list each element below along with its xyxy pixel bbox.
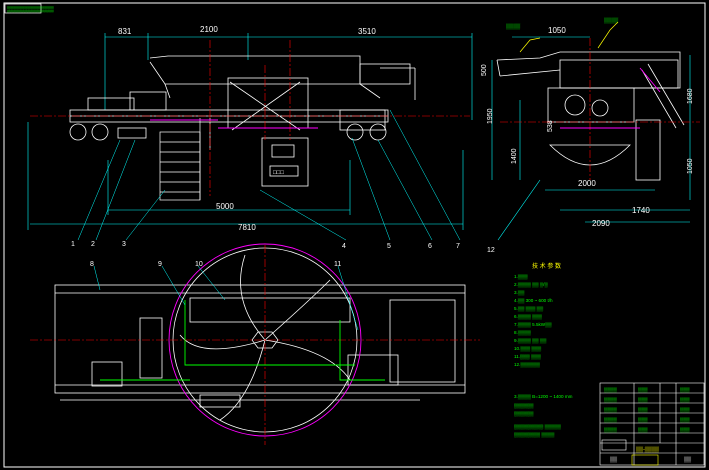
callout-4: 4 xyxy=(342,243,346,250)
spec-row-10: 10.▒▒▒ ▒▒▒ xyxy=(514,346,542,352)
spec-row-11: 11.▒▒▒ ▒▒▒ xyxy=(514,354,542,360)
svg-text:▒▒▒: ▒▒▒ xyxy=(638,417,648,423)
dim-831: 831 xyxy=(118,27,132,36)
callout-7: 7 xyxy=(456,243,460,250)
plan-view xyxy=(30,243,480,445)
spec-block: 技 术 参 数 1.▒▒▒ 2.▒▒▒▒ ▒▒ ▒/▒ 3.▒▒ 4.▒▒ 30… xyxy=(514,262,573,438)
svg-text:▒▒▒: ▒▒▒ xyxy=(680,387,690,393)
dim-side-2090: 2090 xyxy=(592,219,610,228)
dim-5000: 5000 xyxy=(216,202,234,211)
title-block xyxy=(599,382,705,466)
title-stamp: ▒▒▒▒▒▒▒▒▒▒▒ xyxy=(7,6,55,13)
spec-note-2: ▒▒▒▒▒▒ xyxy=(514,411,534,417)
dim-side-1950: 1950 xyxy=(487,108,494,124)
spec-row-3: 3.▒▒ xyxy=(514,290,525,296)
callout-6: 6 xyxy=(428,243,432,250)
svg-text:▒▒▒▒: ▒▒▒▒ xyxy=(604,417,618,423)
spec-row-1: 1.▒▒▒ xyxy=(514,274,528,280)
dim-side-1050b: 1050 xyxy=(687,158,694,174)
spec-row-8: 8.▒▒▒▒ xyxy=(514,330,532,336)
dim-side-1680: 1680 xyxy=(687,88,694,104)
spec-row-6: 6.▒▒▒▒ ▒▒▒ xyxy=(514,314,543,320)
spec-row-12: 12.▒▒▒▒▒▒ xyxy=(514,362,541,368)
callout-11: 11 xyxy=(334,261,341,268)
title-drawing-no: ▒▒-▒▒▒▒ xyxy=(636,446,659,453)
svg-text:▒▒▒: ▒▒▒ xyxy=(680,407,690,413)
callout-12: 12 xyxy=(487,247,495,254)
svg-text:▒▒▒▒: ▒▒▒▒ xyxy=(604,387,618,393)
spec-note-1: ▒▒▒▒▒▒ xyxy=(514,403,534,409)
title-stamp-box xyxy=(4,3,42,14)
spec-note-4: ▒▒▒▒▒▒▒▒ ▒▒▒▒ xyxy=(514,432,555,438)
side-label-left: ▒▒▒▒ xyxy=(506,23,521,30)
callout-1: 1 xyxy=(71,241,75,248)
svg-text:▒▒▒▒: ▒▒▒▒ xyxy=(604,427,618,433)
callout-2: 2 xyxy=(91,241,95,248)
title-scale: ▒▒ xyxy=(684,456,692,463)
callout-9: 9 xyxy=(158,261,162,268)
svg-text:▒▒▒▒: ▒▒▒▒ xyxy=(604,397,618,403)
spec-row-4: 4.▒▒ 300 ~ 600 t/h xyxy=(514,298,553,304)
dim-2100: 2100 xyxy=(200,25,218,34)
callout-5: 5 xyxy=(387,243,391,250)
dim-7810: 7810 xyxy=(238,223,256,232)
cabinet-digits: □□□ xyxy=(273,170,284,176)
dim-side-538: 538 xyxy=(547,120,554,132)
svg-text:▒▒▒: ▒▒▒ xyxy=(638,397,648,403)
title-label-left: ▒▒ xyxy=(610,456,618,463)
svg-text:▒▒▒: ▒▒▒ xyxy=(680,417,690,423)
side-label-right: ▒▒▒▒ xyxy=(604,17,619,24)
svg-text:▒▒▒: ▒▒▒ xyxy=(680,427,690,433)
spec-row-9: 9.▒▒▒▒ ▒▒ ▒▒ xyxy=(514,338,547,344)
dim-side-1400: 1400 xyxy=(511,148,518,164)
front-view: 831 2100 3510 5000 7810 xyxy=(27,25,473,241)
svg-text:▒▒▒: ▒▒▒ xyxy=(680,397,690,403)
callout-10: 10 xyxy=(195,261,203,268)
spec-row-5: 5.▒▒ ▒▒▒ ▒▒ xyxy=(514,306,544,312)
svg-text:▒▒▒▒: ▒▒▒▒ xyxy=(604,407,618,413)
sheet-border xyxy=(3,2,706,468)
side-view: 1050 500 1950 1400 538 1680 1050 2000 17… xyxy=(481,17,700,241)
svg-text:▒▒▒: ▒▒▒ xyxy=(638,427,648,433)
spec-range-line: 3.▒▒▒▒ B=1200 ~ 1400 mm xyxy=(514,394,573,400)
spec-note-3: ▒▒▒▒▒▒▒▒▒ ▒▒▒▒▒ xyxy=(514,424,562,430)
callout-8: 8 xyxy=(90,261,94,268)
spec-header: 技 术 参 数 xyxy=(532,262,561,270)
dim-side-1740: 1740 xyxy=(632,206,650,215)
title-small-box xyxy=(601,439,627,451)
callout-3: 3 xyxy=(122,241,126,248)
dim-side-1050: 1050 xyxy=(548,26,566,35)
spec-row-2: 2.▒▒▒▒ ▒▒ ▒/▒ xyxy=(514,282,548,288)
dim-side-500: 500 xyxy=(481,64,488,76)
svg-text:▒▒▒: ▒▒▒ xyxy=(638,407,648,413)
spec-row-7: 7.▒▒▒▒ 5.5kW▒▒ xyxy=(514,322,552,328)
dim-3510: 3510 xyxy=(358,27,376,36)
svg-text:▒▒▒: ▒▒▒ xyxy=(638,387,648,393)
dim-side-2000: 2000 xyxy=(578,179,596,188)
